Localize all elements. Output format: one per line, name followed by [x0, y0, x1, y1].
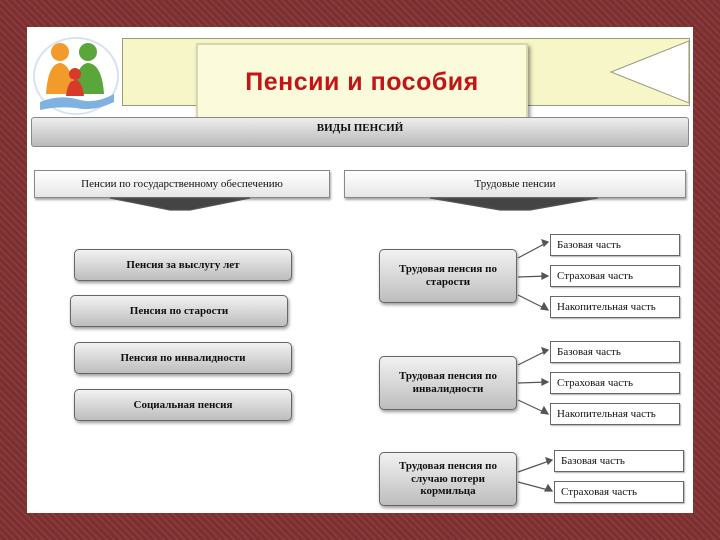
part-base: Базовая часть — [554, 450, 684, 472]
left-item: Пенсия по инвалидности — [74, 342, 292, 374]
group-old-age: Трудовая пенсия по старости — [379, 249, 517, 303]
family-icon — [33, 37, 119, 115]
part-base: Базовая часть — [550, 341, 680, 363]
left-column-header: Пенсии по государственному обеспечению — [34, 170, 330, 198]
part-insurance: Страховая часть — [550, 265, 680, 287]
left-header-arrow — [109, 197, 251, 211]
left-item: Пенсия за выслугу лет — [74, 249, 292, 281]
right-header-arrow — [429, 197, 599, 211]
types-header: ВИДЫ ПЕНСИЙ — [31, 117, 689, 147]
arrow-decoration — [609, 40, 689, 104]
part-insurance: Страховая часть — [550, 372, 680, 394]
family-logo — [30, 36, 122, 118]
group-survivor: Трудовая пенсия по случаю потери кормиль… — [379, 452, 517, 506]
part-insurance: Страховая часть — [554, 481, 684, 503]
page-title: Пенсии и пособия — [196, 43, 528, 121]
left-item: Социальная пенсия — [74, 389, 292, 421]
part-base: Базовая часть — [550, 234, 680, 256]
group-disability: Трудовая пенсия по инвалидности — [379, 356, 517, 410]
part-funded: Накопительная часть — [550, 403, 680, 425]
left-item: Пенсия по старости — [70, 295, 288, 327]
part-funded: Накопительная часть — [550, 296, 680, 318]
